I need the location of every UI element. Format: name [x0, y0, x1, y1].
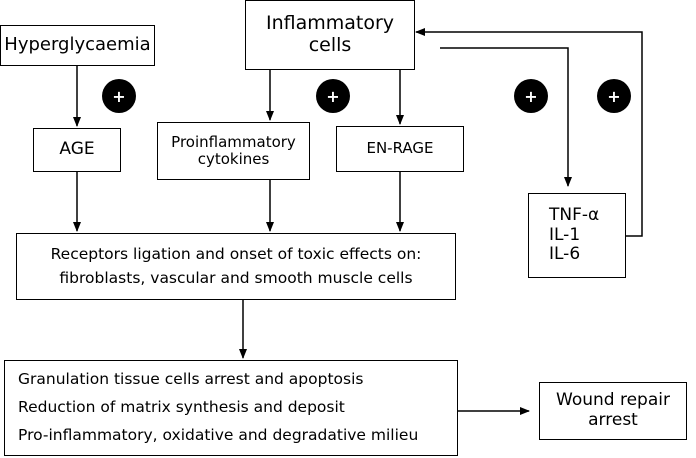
effect-item: Granulation tissue cells arrest and apop… [18, 370, 364, 389]
positive-effect-marker: + [514, 79, 548, 113]
effects-box: Granulation tissue cells arrest and apop… [4, 360, 458, 456]
cytokine-list-item-il6: IL-6 [549, 244, 581, 265]
hyperglycaemia-label: Hyperglycaemia [4, 34, 151, 56]
positive-effect-marker: + [597, 79, 631, 113]
hyperglycaemia-box: Hyperglycaemia [0, 25, 155, 66]
cytokine-list-item-il1: IL-1 [549, 224, 581, 245]
wound-repair-arrest-label-line-2: arrest [588, 410, 638, 430]
positive-effect-marker: + [316, 79, 350, 113]
en-rage-box: EN-RAGE [336, 126, 464, 172]
receptors-ligation-label-line-2: fibroblasts, vascular and smooth muscle … [59, 268, 413, 287]
age-label: AGE [59, 139, 95, 160]
plus-symbol: + [607, 86, 621, 106]
proinflammatory-cytokines-box: Proinflammatory cytokines [157, 122, 310, 180]
inflammatory-cells-box: Inflammatory cells [245, 0, 415, 70]
wound-repair-arrest-box: Wound repair arrest [539, 382, 687, 440]
effect-item: Pro-inflammatory, oxidative and degradat… [18, 426, 419, 445]
receptors-ligation-box: Receptors ligation and onset of toxic ef… [16, 233, 456, 300]
plus-symbol: + [112, 86, 126, 106]
age-box: AGE [33, 128, 121, 172]
inflammatory-cells-label-line-2: cells [308, 34, 352, 56]
inflammatory-cells-label-line-1: Inflammatory [265, 12, 395, 35]
plus-symbol: + [524, 86, 538, 106]
proinflammatory-cytokines-label-line-1: Proinflammatory [171, 132, 296, 151]
effect-item: Reduction of matrix synthesis and deposi… [18, 398, 345, 417]
positive-effect-marker: + [102, 79, 136, 113]
wound-repair-arrest-label-line-1: Wound repair [556, 390, 670, 411]
cytokine-list-box: TNF-α IL-1 IL-6 [528, 193, 626, 278]
receptors-ligation-label-line-1: Receptors ligation and onset of toxic ef… [50, 244, 422, 263]
proinflammatory-cytokines-label-line-2: cytokines [197, 150, 270, 168]
plus-symbol: + [326, 86, 340, 106]
cytokine-list-item-tnf: TNF-α [549, 205, 600, 226]
en-rage-label: EN-RAGE [366, 139, 434, 158]
